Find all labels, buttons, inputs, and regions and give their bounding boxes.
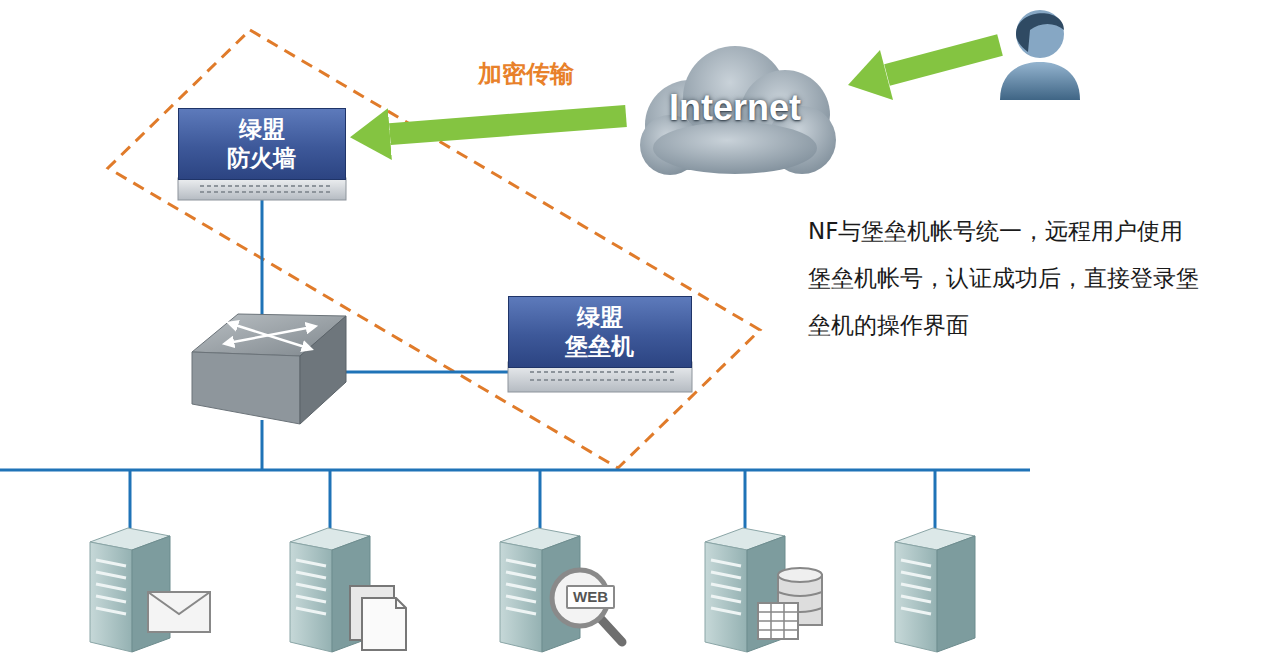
note-text: NF与堡垒机帐号统一，远程用户使用 堡垒机帐号，认证成功后，直接登录堡 垒机的操… <box>808 208 1228 349</box>
user-hair <box>1016 13 1064 52</box>
node-text: Internet <box>669 87 801 129</box>
envelope <box>148 592 210 632</box>
switch-front <box>192 352 300 424</box>
panel-slots <box>530 372 676 380</box>
user-head <box>1016 10 1064 58</box>
table-lines <box>758 603 798 639</box>
transfer-label: 加密传输 <box>478 58 574 90</box>
wire <box>934 470 937 528</box>
magnifier-handle <box>600 618 622 642</box>
zone-outline <box>108 30 760 468</box>
wire <box>329 470 332 528</box>
database-icon <box>758 568 822 639</box>
page-fold <box>396 598 406 608</box>
flow-arrow <box>390 116 626 134</box>
table-grid <box>758 603 798 639</box>
wire <box>261 200 264 322</box>
file-icon <box>350 586 406 650</box>
wire <box>346 371 508 374</box>
front-panel <box>178 178 346 200</box>
bastion-box: 绿盟 堡垒机 <box>508 296 692 368</box>
switch-arrow <box>232 324 308 348</box>
node-text: 绿盟 堡垒机 <box>562 303 638 361</box>
user-body <box>1000 62 1080 100</box>
page <box>362 598 406 650</box>
cloud-puff <box>653 122 817 174</box>
arrow-shaft <box>887 45 1000 75</box>
wire <box>539 470 542 528</box>
access-arrow <box>848 45 1000 100</box>
db-top <box>778 568 822 582</box>
server-tower <box>90 528 170 652</box>
cloud-body <box>640 46 836 175</box>
wire <box>744 470 747 528</box>
switch-symbol <box>192 314 346 424</box>
mail-icon <box>148 592 210 632</box>
firewall-box: 绿盟 防火墙 <box>178 108 346 180</box>
internet-cloud: Internet <box>630 40 840 175</box>
bus-line <box>0 469 1030 472</box>
switch-side <box>300 316 346 424</box>
network-wires <box>0 200 1030 528</box>
node-text: 绿盟 防火墙 <box>224 115 300 173</box>
user-icon <box>1000 10 1080 100</box>
panel-slots <box>200 186 330 192</box>
envelope-flap <box>148 592 210 614</box>
web-icon <box>552 570 622 642</box>
web-tag: WEB <box>566 585 615 609</box>
server-tower <box>895 528 975 652</box>
wire <box>129 470 132 528</box>
firewall-front-panel <box>178 178 346 200</box>
arrow-head <box>848 50 893 100</box>
wire <box>261 420 264 470</box>
